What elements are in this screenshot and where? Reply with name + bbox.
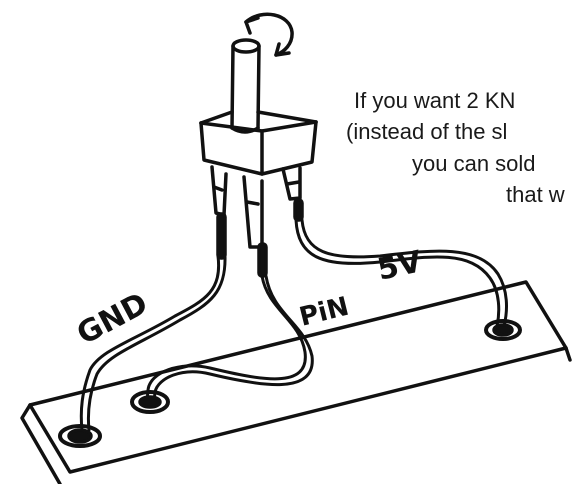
note-line-4: that w	[506, 182, 565, 207]
leg-solder-joints	[216, 198, 304, 278]
5v-wire	[294, 218, 501, 328]
rotation-arrow-icon	[244, 12, 294, 57]
wires	[79, 218, 508, 432]
breadboard-strip	[20, 280, 572, 486]
rotation-arrowhead-bottom	[274, 42, 291, 57]
rotation-arrowhead-top	[244, 16, 260, 35]
note-line-2: (instead of the sl	[346, 119, 508, 144]
label-5v: 5V	[374, 244, 425, 288]
5v-wire-inner	[300, 218, 508, 328]
pin-wire-inner	[152, 274, 314, 404]
note-line-3: you can sold	[412, 151, 536, 176]
gnd-wire-inner	[86, 254, 227, 432]
gnd-wire	[79, 254, 221, 432]
board-solder-pads	[58, 319, 522, 448]
note-line-1: If you want 2 KN	[354, 88, 516, 113]
potentiometer-shaft	[230, 38, 261, 134]
potentiometer-body	[199, 110, 318, 176]
